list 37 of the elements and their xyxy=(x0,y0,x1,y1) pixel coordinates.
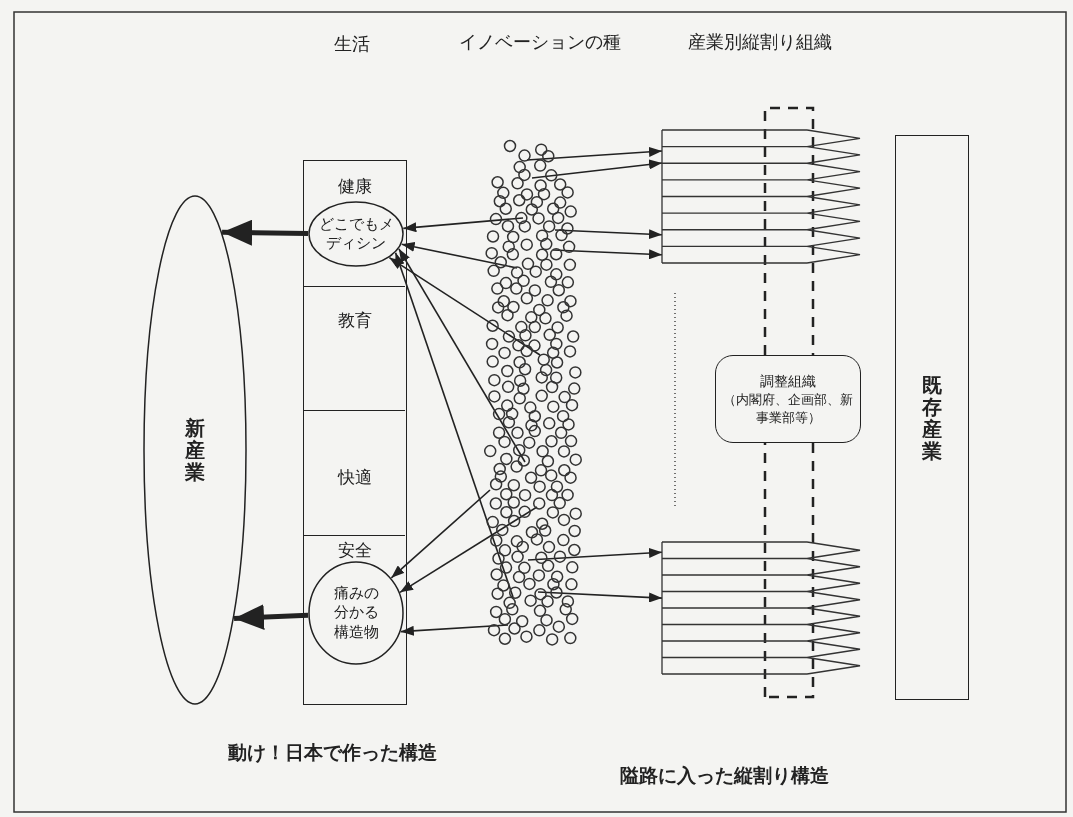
category-label: 安全 xyxy=(336,539,373,562)
arrow xyxy=(537,591,663,603)
arrow xyxy=(399,506,538,594)
arrow xyxy=(222,219,309,246)
column-heading: 生活 xyxy=(334,32,370,56)
arrow xyxy=(554,229,663,240)
arrow xyxy=(531,159,663,179)
column-heading: 産業別縦割り組織 xyxy=(687,30,833,54)
caption: 隘路に入った縦割り構造 xyxy=(620,763,829,788)
arrow xyxy=(400,624,509,636)
arrow xyxy=(526,146,663,161)
category-label: 教育 xyxy=(336,309,373,332)
box-title: 調整組織 xyxy=(759,371,817,391)
rounded-box xyxy=(715,355,861,443)
arrow xyxy=(527,548,663,561)
column-box xyxy=(303,160,407,705)
arrow xyxy=(402,217,524,233)
cluster-heading: イノベーションの種 xyxy=(458,30,622,54)
caption: 動け！日本で作った構造 xyxy=(228,740,437,765)
arrow xyxy=(398,248,526,463)
category-label: 健康 xyxy=(336,175,373,198)
arrow xyxy=(388,256,541,356)
vertical-label: 新産業 xyxy=(185,417,205,483)
ellipse-node xyxy=(308,201,404,267)
ellipse-node xyxy=(143,195,247,705)
box-body: （内閣府、企画部、新事業部等） xyxy=(723,391,853,428)
arrow xyxy=(233,604,309,631)
process-box xyxy=(895,135,969,700)
vertical-label: 既存産業 xyxy=(922,373,942,462)
ellipse-node xyxy=(308,561,404,665)
arrow xyxy=(400,241,518,269)
category-label: 快適 xyxy=(336,466,373,489)
node-label: 痛みの分かる構造物 xyxy=(332,583,380,643)
arrow xyxy=(390,489,491,579)
node-label: どこでもメディシン xyxy=(317,214,395,254)
arrow xyxy=(394,251,514,598)
arrow xyxy=(552,249,663,260)
